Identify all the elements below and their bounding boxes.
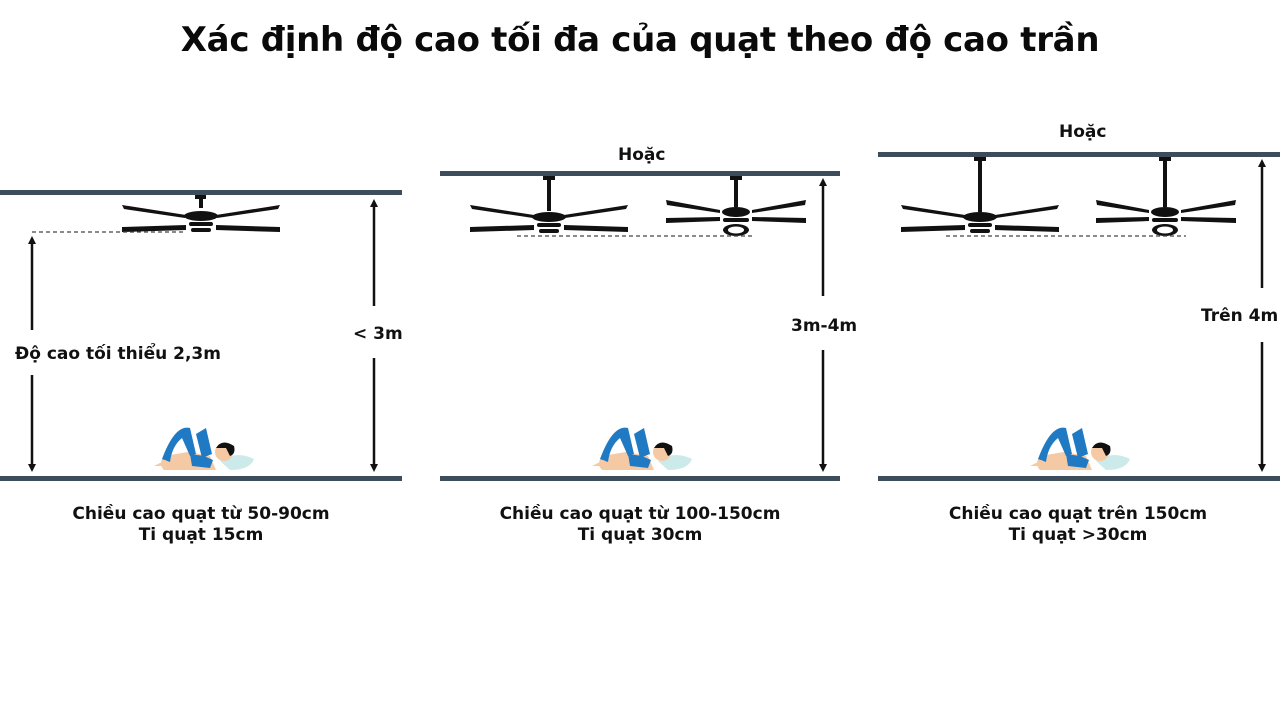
floor-line bbox=[0, 476, 402, 481]
panel-1 bbox=[0, 190, 402, 481]
room-height-label: 3m-4m bbox=[791, 316, 858, 336]
ceiling-fan-light-icon bbox=[666, 176, 806, 236]
person-reading-icon bbox=[154, 427, 254, 470]
panel-caption: Chiều cao quạt trên 150cm Ti quạt >30cm bbox=[928, 504, 1228, 546]
ceiling-fan-light-icon bbox=[1096, 157, 1236, 236]
ceiling-line bbox=[878, 152, 1280, 157]
or-label: Hoặc bbox=[1059, 122, 1107, 142]
fan-height-text: Chiều cao quạt từ 100-150cm bbox=[499, 504, 781, 524]
ceiling-fan-icon bbox=[901, 157, 1059, 233]
ceiling-line bbox=[440, 171, 840, 176]
or-label: Hoặc bbox=[618, 145, 666, 165]
downrod-text: Ti quạt 15cm bbox=[138, 525, 264, 545]
person-reading-icon bbox=[1030, 427, 1130, 470]
person-reading-icon bbox=[592, 427, 692, 470]
panel-3 bbox=[878, 152, 1280, 481]
room-height-label: Trên 4m bbox=[1201, 306, 1279, 326]
floor-line bbox=[878, 476, 1280, 481]
room-height-label: < 3m bbox=[353, 324, 403, 344]
ceiling-line bbox=[0, 190, 402, 195]
min-height-label: Độ cao tối thiểu 2,3m bbox=[14, 344, 222, 364]
fan-height-text: Chiều cao quạt trên 150cm bbox=[948, 504, 1208, 524]
ceiling-fan-icon bbox=[122, 195, 280, 232]
page-title: Xác định độ cao tối đa của quạt theo độ … bbox=[180, 20, 1100, 60]
ceiling-fan-icon bbox=[470, 176, 628, 233]
panel-caption: Chiều cao quạt từ 100-150cm Ti quạt 30cm bbox=[480, 504, 800, 546]
downrod-text: Ti quạt >30cm bbox=[1008, 525, 1148, 545]
fan-height-text: Chiều cao quạt từ 50-90cm bbox=[72, 504, 330, 524]
downrod-text: Ti quạt 30cm bbox=[577, 525, 703, 545]
panel-2 bbox=[440, 171, 840, 481]
floor-line bbox=[440, 476, 840, 481]
panel-caption: Chiều cao quạt từ 50-90cm Ti quạt 15cm bbox=[51, 504, 351, 546]
